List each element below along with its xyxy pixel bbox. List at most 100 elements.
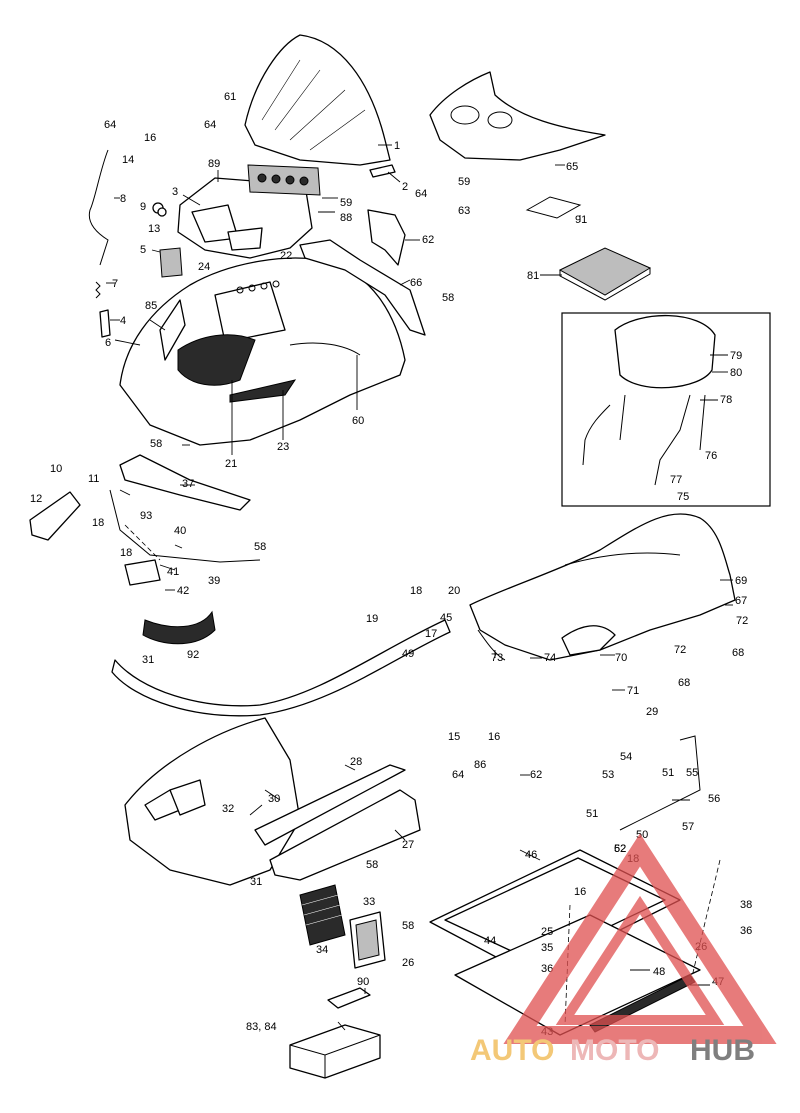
- callout-28: 28: [350, 756, 362, 768]
- bracket-41: [124, 559, 161, 586]
- callout-62-b: 62: [530, 769, 542, 781]
- callout-26-a: 26: [402, 957, 414, 969]
- callout-79: 79: [730, 350, 742, 362]
- callout-19: 19: [366, 613, 378, 625]
- belly-pan: [124, 717, 301, 886]
- callout-30: 30: [268, 793, 280, 805]
- callout-91: 91: [575, 214, 587, 226]
- callout-64-d: 64: [452, 769, 464, 781]
- callout-85: 85: [145, 300, 157, 312]
- callout-3: 3: [172, 186, 178, 198]
- callout-2: 2: [402, 181, 408, 193]
- callout-70: 70: [615, 652, 627, 664]
- callout-90: 90: [357, 976, 369, 988]
- callout-18-c: 18: [410, 585, 422, 597]
- callout-1: 1: [394, 140, 400, 152]
- callout-51-b: 51: [662, 767, 674, 779]
- callout-11: 11: [88, 473, 99, 485]
- side-trim: [299, 239, 426, 336]
- callout-73: 73: [491, 652, 503, 664]
- windshield-trim: [369, 164, 396, 178]
- callout-52: 52: [614, 843, 626, 855]
- callout-67: 67: [735, 595, 747, 607]
- callout-7: 7: [112, 278, 118, 290]
- callout-12: 12: [30, 493, 42, 505]
- callout-15: 15: [448, 731, 460, 743]
- steering-boot: [299, 884, 346, 946]
- callout-93: 93: [140, 510, 152, 522]
- callout-6: 6: [105, 337, 111, 349]
- switch-5: [159, 247, 183, 278]
- callout-75: 75: [677, 491, 689, 503]
- windshield: [244, 34, 391, 166]
- callout-81: 81: [527, 270, 539, 282]
- callout-76: 76: [705, 450, 717, 462]
- dash-hood: [177, 177, 313, 259]
- callout-51-a: 51: [586, 808, 598, 820]
- callout-37: 37: [182, 478, 194, 490]
- side-rail-28: [254, 764, 406, 846]
- callout-39: 39: [208, 575, 220, 587]
- callout-86: 86: [474, 759, 486, 771]
- callout-24: 24: [198, 261, 210, 273]
- callout-77: 77: [670, 474, 682, 486]
- spring-7: [95, 281, 101, 299]
- callout-18-a: 18: [92, 517, 104, 529]
- callout-31-b: 31: [250, 876, 262, 888]
- callout-18-b: 18: [120, 547, 132, 559]
- callout-48: 48: [653, 966, 665, 978]
- seat: [469, 513, 736, 661]
- callout-46: 46: [525, 849, 537, 861]
- callout-42: 42: [177, 585, 189, 597]
- callout-58-e: 58: [402, 920, 414, 932]
- watermark-text-hub: HUB: [690, 1034, 755, 1067]
- callout-33: 33: [363, 896, 375, 908]
- callout-38: 38: [740, 899, 752, 911]
- watermark-triangle-icon: [503, 833, 777, 1044]
- cable-8: [88, 149, 109, 266]
- callout-63: 63: [458, 205, 470, 217]
- callout-36-b: 36: [740, 925, 752, 937]
- callout-35: 35: [541, 942, 553, 954]
- callout-54: 54: [620, 751, 632, 763]
- foam-pad: [558, 247, 652, 301]
- side-panel-27: [269, 789, 421, 881]
- callout-64-a: 64: [104, 119, 116, 131]
- callout-49: 49: [402, 648, 414, 660]
- callout-45: 45: [440, 612, 452, 624]
- bumper-rail: [111, 619, 451, 717]
- leader-lines: [106, 144, 733, 1031]
- callout-58-b: 58: [150, 438, 162, 450]
- callout-16-b: 16: [488, 731, 500, 743]
- callout-66: 66: [410, 277, 422, 289]
- callout-65: 65: [566, 161, 578, 173]
- callout-68-a: 68: [732, 647, 744, 659]
- callout-labels: 1 2 3 4 5 6 7 8 9 10 11 12 13 14 15 16 1…: [30, 91, 752, 1038]
- callout-59-a: 59: [340, 197, 352, 209]
- inner-hood-panel: [429, 71, 606, 161]
- callout-17: 17: [425, 628, 437, 640]
- grab-bar-55: [619, 735, 701, 831]
- callout-25: 25: [541, 926, 553, 938]
- callout-62-c: 62: [614, 843, 626, 855]
- callout-64-b: 64: [204, 119, 216, 131]
- callout-31-a: 31: [142, 654, 154, 666]
- callout-16-a: 16: [144, 132, 156, 144]
- callout-58-c: 58: [254, 541, 266, 553]
- callout-68-b: 68: [678, 677, 690, 689]
- callout-58-a: 58: [442, 292, 454, 304]
- callout-21: 21: [225, 458, 237, 470]
- callout-23: 23: [277, 441, 289, 453]
- callout-62-a: 62: [422, 234, 434, 246]
- callout-5: 5: [140, 244, 146, 256]
- callout-57: 57: [682, 821, 694, 833]
- callout-59-b: 59: [458, 176, 470, 188]
- callout-8: 8: [120, 193, 126, 205]
- hood-bracket: [367, 209, 406, 266]
- gauge-panel: [247, 164, 321, 196]
- callout-64-c: 64: [415, 188, 427, 200]
- clip-4: [99, 309, 111, 338]
- callout-72-a: 72: [736, 615, 748, 627]
- callout-32: 32: [222, 803, 234, 815]
